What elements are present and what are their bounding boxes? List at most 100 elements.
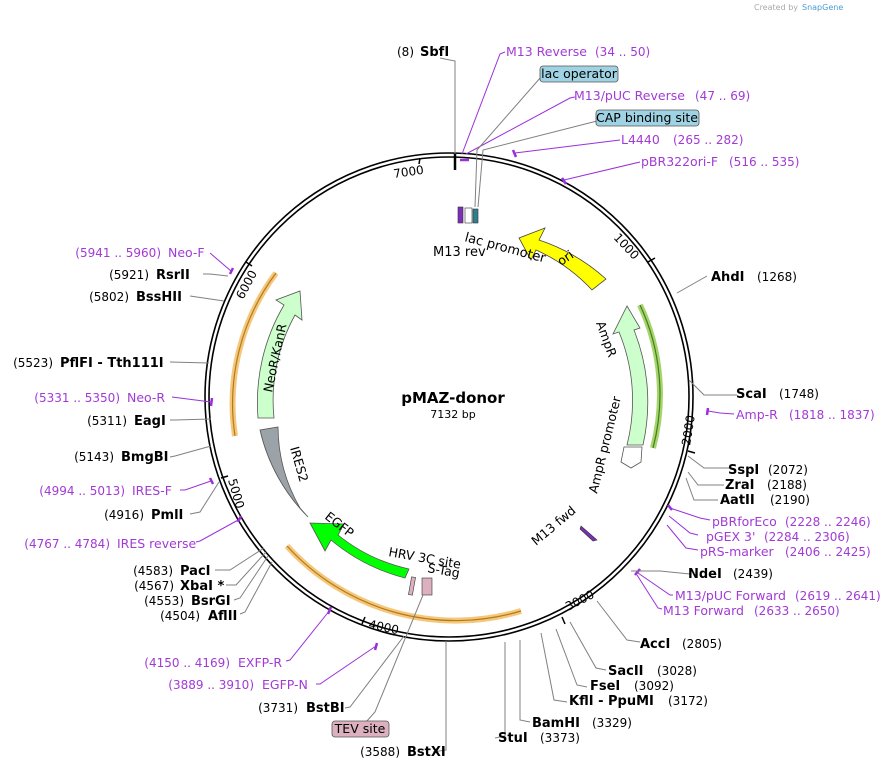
- tick-label-7000: 7000: [392, 163, 424, 181]
- enzyme-pos: (1748): [779, 387, 819, 401]
- lac-promoter-feature[interactable]: [464, 207, 473, 224]
- enzyme-pos: (3028): [657, 664, 697, 678]
- enzyme-name: FseI: [590, 679, 620, 694]
- enzyme-name: BmgBI: [121, 450, 169, 465]
- enzyme-pos: (3329): [592, 716, 632, 730]
- primer-range: (2633 .. 2650): [754, 604, 840, 618]
- backbone: [204, 152, 694, 642]
- m13-fwd-feature[interactable]: [579, 525, 598, 542]
- enzyme-pos: (3588): [360, 745, 400, 759]
- primer-range: (2406 .. 2425): [785, 545, 871, 559]
- primer-name: M13 Forward: [663, 603, 744, 618]
- primer-leaders: [171, 51, 735, 685]
- tick-marks: [220, 157, 696, 625]
- enzyme-pos: (3172): [668, 694, 708, 708]
- primer-name: EGFP-N: [262, 677, 308, 692]
- enzyme-name: StuI: [498, 731, 528, 746]
- enzyme-pos: (5143): [74, 450, 114, 464]
- ampr-label: AmpR: [593, 319, 620, 360]
- enzyme-leaders: [169, 57, 737, 753]
- enzyme-name: BamHI: [532, 716, 580, 731]
- enzyme-pos: (2188): [767, 478, 807, 492]
- tick-label-4000: 4000: [367, 617, 400, 637]
- primer-name: pBRforEco: [712, 514, 777, 529]
- enzyme-name: KflI - PpuMI: [569, 694, 654, 709]
- tick-label-1000: 1000: [611, 230, 642, 262]
- m13-fwd-label: M13 fwd: [528, 503, 578, 549]
- m13-rev-feature[interactable]: [457, 206, 464, 224]
- egfp-band-line: [286, 545, 522, 622]
- enzyme-name: SspI: [728, 463, 759, 478]
- enzyme-name: BsrGI: [191, 594, 231, 609]
- enzyme-pos: (5921): [109, 268, 149, 282]
- enzyme-pos: (2805): [682, 637, 722, 651]
- box-leaders: [365, 76, 598, 723]
- primer-name: IRES reverse: [117, 536, 196, 551]
- enzyme-pos: (4567): [134, 579, 174, 593]
- primer-name: Neo-F: [168, 245, 205, 260]
- tick-label-3000: 3000: [563, 587, 597, 613]
- plasmid-name: pMAZ-donor: [401, 389, 505, 407]
- credit-prefix: Created by: [754, 3, 798, 12]
- enzyme-name: SbfI: [420, 45, 449, 60]
- enzyme-pos: (4553): [144, 594, 184, 608]
- primer-name: M13 Reverse: [506, 44, 587, 59]
- ampr-band-line: [639, 304, 661, 449]
- enzyme-name: PacI: [180, 564, 211, 579]
- ori-feature[interactable]: [518, 227, 607, 291]
- enzyme-pos: (5802): [89, 290, 129, 304]
- enzyme-name: NdeI: [688, 567, 722, 582]
- ampr-feature[interactable]: [612, 305, 649, 446]
- neor-feature[interactable]: [257, 290, 303, 419]
- primer-range: (3889 .. 3910): [168, 678, 254, 692]
- ampr-promoter-feature[interactable]: [620, 446, 643, 469]
- primer-name: IRES-F: [132, 483, 172, 498]
- tev-site-text: TEV site: [334, 721, 386, 736]
- enzyme-pos: (1268): [757, 270, 797, 284]
- primer-name: pBR322ori-F: [641, 154, 718, 169]
- primer-range: (2619 .. 2641): [795, 589, 881, 603]
- s-tag-feature[interactable]: [421, 577, 433, 596]
- enzyme-name: AflII: [208, 609, 237, 624]
- primer-range: (2228 .. 2246): [785, 515, 871, 529]
- primer-name: pRS-marker: [700, 544, 775, 559]
- primer-range: (47 .. 69): [695, 89, 750, 103]
- lac-operator-feature[interactable]: [472, 208, 479, 224]
- enzyme-pos: (2439): [733, 567, 773, 581]
- primer-range: (34 .. 50): [595, 45, 650, 59]
- enzyme-pos: (2190): [770, 493, 810, 507]
- enzyme-name: ScaI: [736, 387, 767, 402]
- primer-marks: [208, 149, 710, 651]
- enzyme-labels: (8) SbfI AhdI (1268) ScaI (1748) SspI (2…: [13, 45, 819, 760]
- credit-brand: SnapGene: [802, 3, 843, 12]
- tev-site-box: TEV site: [331, 720, 390, 738]
- enzyme-name: RsrII: [156, 268, 190, 283]
- enzyme-name: ZraI: [725, 478, 754, 493]
- primer-range: (2284 .. 2306): [764, 530, 850, 544]
- egfp-feature[interactable]: [309, 522, 410, 579]
- enzyme-pos: (5523): [13, 356, 53, 370]
- primer-name: M13/pUC Forward: [675, 588, 786, 603]
- primer-range: (1818 .. 1837): [789, 408, 875, 422]
- enzyme-name: AccI: [640, 637, 670, 652]
- ires-feature[interactable]: [259, 426, 309, 518]
- primer-labels: M13 Reverse (34 .. 50) M13/pUC Reverse (…: [24, 44, 880, 692]
- cap-binding-text: CAP binding site: [596, 110, 698, 125]
- lac-operator-text: lac operator: [541, 66, 618, 81]
- neor-band-line: [231, 272, 277, 437]
- enzyme-pos: (8): [397, 45, 414, 59]
- primer-range: (4994 .. 5013): [39, 484, 125, 498]
- enzyme-name: PflFI - Tth111I: [60, 356, 164, 371]
- primer-name: pGEX 3': [706, 529, 755, 544]
- enzyme-name: EagI: [134, 414, 166, 429]
- ampr-promoter-label: AmpR promoter: [585, 394, 624, 495]
- enzyme-pos: (4504): [160, 609, 200, 623]
- ires-label: IRES2: [287, 445, 311, 484]
- hrv-3c-feature[interactable]: [408, 576, 416, 596]
- s-tag-label: S-Tag: [426, 560, 461, 580]
- cap-binding-box: CAP binding site: [595, 109, 700, 127]
- enzyme-pos: (3092): [634, 679, 674, 693]
- primer-range: (4150 .. 4169): [144, 656, 230, 670]
- primer-range: (265 .. 282): [673, 133, 743, 147]
- primer-name: M13/pUC Reverse: [574, 88, 685, 103]
